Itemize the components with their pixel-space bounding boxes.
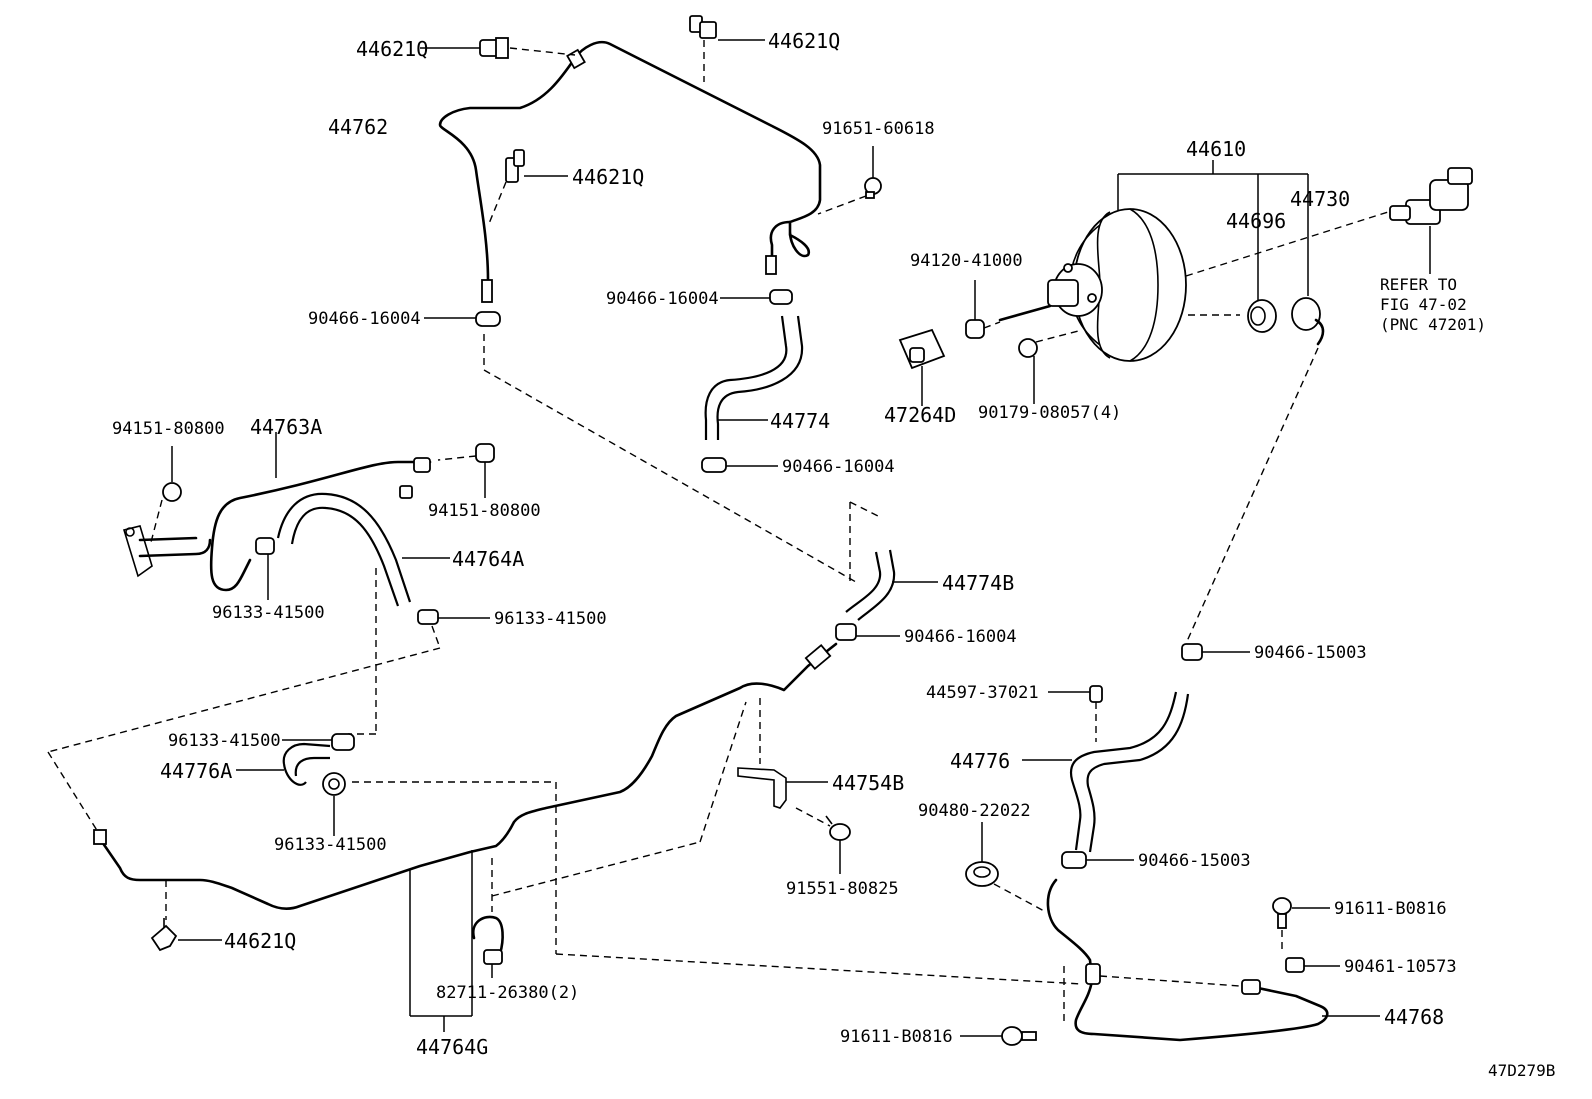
label-44768: 44768: [1384, 1005, 1444, 1029]
label-90461-10573: 90461-10573: [1344, 957, 1457, 977]
clamp-90466-16004-lower-center[interactable]: [701, 457, 727, 473]
bolt-91611-b0816-upper[interactable]: [1272, 897, 1292, 929]
hose-44774b[interactable]: [845, 549, 896, 621]
label-90179-08057: 90179-08057(4): [978, 403, 1121, 423]
label-96133-41500-middle: 96133-41500: [168, 731, 281, 751]
master-cylinder-reference[interactable]: [1389, 167, 1473, 225]
label-44774: 44774: [770, 409, 830, 433]
label-82711-26380: 82711-26380(2): [436, 983, 579, 1003]
label-44696: 44696: [1226, 209, 1286, 233]
label-94151-80800-left: 94151-80800: [112, 419, 225, 439]
bracket-44754b[interactable]: [737, 767, 787, 809]
clip-44597-37021[interactable]: [1089, 685, 1103, 703]
label-refer-pnc: (PNC 47201): [1380, 315, 1486, 334]
grommet-44696[interactable]: [1247, 299, 1277, 333]
diagram-id: 47D279B: [1488, 1061, 1555, 1080]
clamp-90466-15003-lower[interactable]: [1061, 851, 1087, 869]
vacuum-pipe-44764g[interactable]: [93, 642, 838, 911]
label-96133-41500-lower: 96133-41500: [274, 835, 387, 855]
nut-94120-41000[interactable]: [965, 319, 985, 339]
clip-44621q-top-left[interactable]: [479, 37, 509, 59]
label-90480-22022: 90480-22022: [918, 801, 1031, 821]
label-47264d: 47264D: [884, 403, 956, 427]
label-96133-41500-upper-left: 96133-41500: [212, 603, 325, 623]
clamp-82711-26380[interactable]: [472, 915, 504, 965]
clamp-96133-41500-lower[interactable]: [322, 772, 346, 796]
label-44754b: 44754B: [832, 771, 904, 795]
clip-44621q-top-middle[interactable]: [689, 15, 717, 39]
label-94151-80800-right: 94151-80800: [428, 501, 541, 521]
hose-44776[interactable]: [1069, 691, 1190, 853]
label-90466-15003-lower: 90466-15003: [1138, 851, 1251, 871]
label-44776: 44776: [950, 749, 1010, 773]
label-91611-b0816-upper: 91611-B0816: [1334, 899, 1447, 919]
cap-94151-80800-left[interactable]: [162, 482, 182, 502]
cap-94151-80800-right[interactable]: [475, 443, 495, 463]
check-valve-44730[interactable]: [1291, 297, 1325, 346]
bolt-91611-b0816-lower[interactable]: [1001, 1026, 1037, 1046]
clip-44621q-middle-left[interactable]: [505, 149, 525, 183]
clamp-96133-41500-upper-right[interactable]: [417, 609, 439, 625]
label-90466-16004-left: 90466-16004: [308, 309, 421, 329]
label-44764g: 44764G: [416, 1035, 488, 1059]
nut-90179-08057[interactable]: [1018, 338, 1038, 358]
clip-44621q-bottom-left[interactable]: [150, 918, 178, 952]
label-refer-to: REFER TO: [1380, 275, 1457, 294]
label-90466-15003-upper: 90466-15003: [1254, 643, 1367, 663]
clamp-96133-41500-middle[interactable]: [331, 733, 355, 751]
label-44621q-top-left: 44621Q: [356, 37, 428, 61]
brake-booster-44610[interactable]: [998, 208, 1187, 362]
clevis-47264d[interactable]: [898, 328, 946, 370]
label-90466-16004-lower-center: 90466-16004: [782, 457, 895, 477]
clamp-90466-16004-lower-right[interactable]: [835, 623, 857, 641]
hose-44764a[interactable]: [276, 492, 412, 607]
label-44597-37021: 44597-37021: [926, 683, 1039, 703]
clamp-90466-16004-left[interactable]: [475, 311, 501, 327]
clamp-90466-16004-upper-center[interactable]: [769, 289, 793, 305]
label-44621q-top-middle: 44621Q: [768, 29, 840, 53]
label-91651-60618: 91651-60618: [822, 119, 935, 139]
label-44774b: 44774B: [942, 571, 1014, 595]
label-91611-b0816-lower: 91611-B0816: [840, 1027, 953, 1047]
vacuum-pipe-44762[interactable]: [438, 40, 822, 303]
label-44730: 44730: [1290, 187, 1350, 211]
label-44610: 44610: [1186, 137, 1246, 161]
nut-90461-10573[interactable]: [1285, 957, 1305, 973]
vacuum-pipe-44768[interactable]: [1046, 878, 1329, 1042]
grommet-90480-22022[interactable]: [965, 861, 999, 887]
cap-91651-60618[interactable]: [864, 177, 882, 199]
label-44762: 44762: [328, 115, 388, 139]
label-90466-16004-lower-right: 90466-16004: [904, 627, 1017, 647]
label-44764a: 44764A: [452, 547, 524, 571]
label-refer-fig: FIG 47-02: [1380, 295, 1467, 314]
hose-44776a[interactable]: [282, 742, 331, 786]
clamp-90466-15003-upper[interactable]: [1181, 643, 1203, 661]
label-44763a: 44763A: [250, 415, 322, 439]
hose-44774[interactable]: [704, 315, 804, 440]
label-96133-41500-upper-right: 96133-41500: [494, 609, 607, 629]
vacuum-pipe-44763a[interactable]: [122, 457, 432, 592]
label-91551-80825: 91551-80825: [786, 879, 899, 899]
label-44776a: 44776A: [160, 759, 232, 783]
clamp-96133-41500-upper-left[interactable]: [255, 537, 275, 555]
bolt-91551-80825[interactable]: [825, 815, 851, 841]
label-44621q-bottom-left: 44621Q: [224, 929, 296, 953]
label-94120-41000: 94120-41000: [910, 251, 1023, 271]
label-44621q-middle-left: 44621Q: [572, 165, 644, 189]
label-90466-16004-upper-center: 90466-16004: [606, 289, 719, 309]
